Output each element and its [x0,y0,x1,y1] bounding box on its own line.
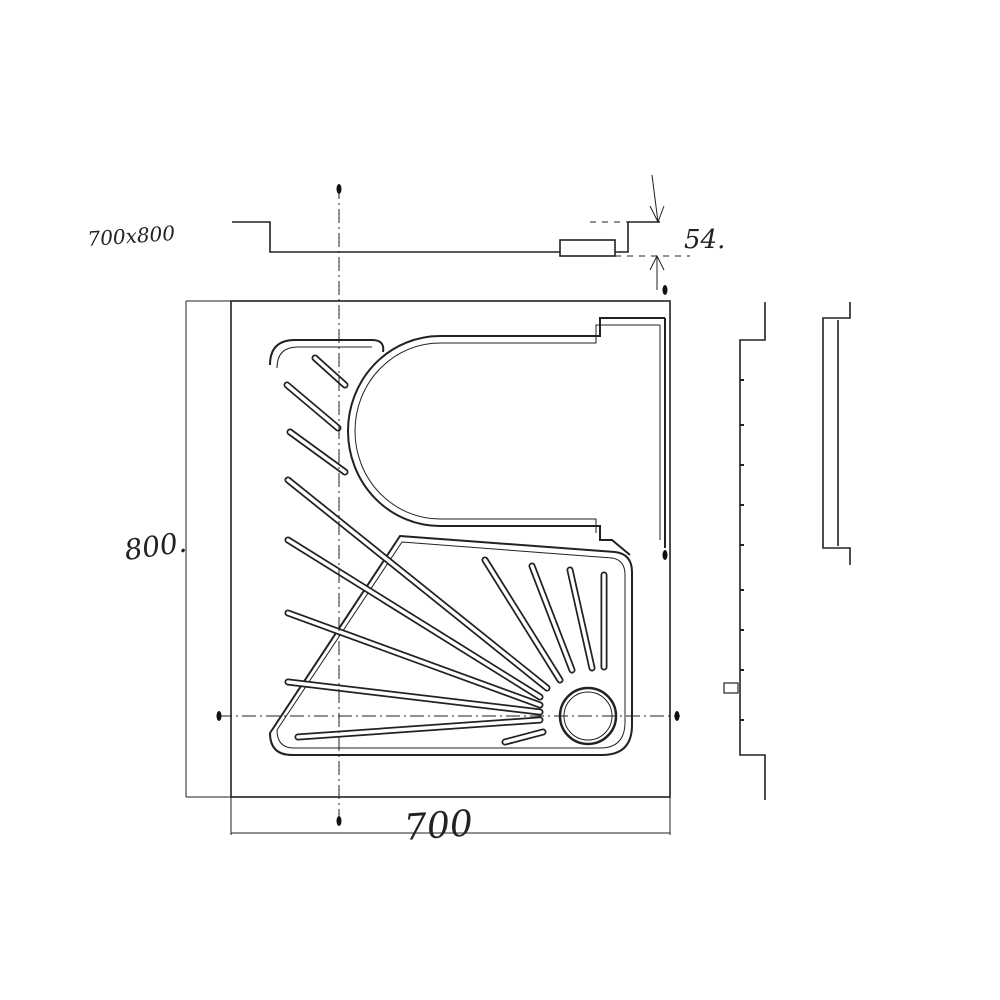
depth-arrow-bottom [649,254,665,290]
side-drain-box [723,682,739,694]
height-dimension-line [185,300,231,798]
seat-cutout-inner [354,324,661,540]
drainage-rib [286,538,542,699]
tray-inner-rim [268,339,633,756]
depth-dimension: 54. [684,225,725,255]
drainage-rib [483,558,562,682]
width-dimension: 700 [403,803,474,849]
side-profile-ticks [740,379,744,721]
ribs [283,354,608,746]
end-profile [822,302,851,565]
drainage-rib [288,430,347,474]
depth-arrow-top [649,174,665,224]
centerline-markers [216,184,680,826]
depth-dim-dash [590,221,690,257]
drainage-rib [285,383,340,430]
drainage-rib [568,568,594,670]
side-profile [739,302,766,800]
drainage-rib [286,680,542,714]
seat-cutout [347,317,666,556]
drainage-rib [313,356,347,387]
tray-inner-rim-inner [276,346,626,749]
drainage-rib [286,611,542,707]
tray-outline [230,300,671,798]
width-dimension-line [230,797,671,835]
height-dimension: 800. [122,526,188,567]
top-section-profile [232,221,660,253]
drainage-rib [503,730,545,744]
drain-section-box [559,239,616,257]
size-note: 700x800 [87,221,176,251]
drainage-rib [530,564,574,672]
drainage-rib [286,478,549,690]
drainage-rib [296,718,542,739]
